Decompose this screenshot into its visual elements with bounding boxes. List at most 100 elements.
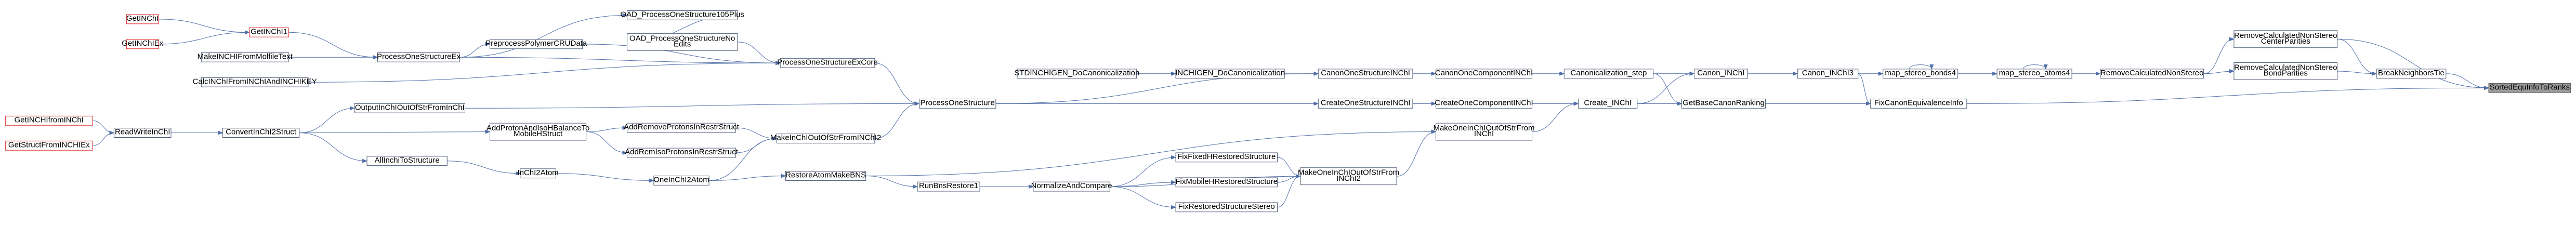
node-getinchi[interactable]: GetINChI xyxy=(126,14,159,24)
node-label: ConvertInChI2Struct xyxy=(226,128,297,137)
node-createonecomponentinchi[interactable]: CreateOneComponentINChI xyxy=(1435,98,1533,109)
node-label: ProcessOneStructure xyxy=(921,98,995,107)
node-runbnsrestore1[interactable]: RunBnsRestore1 xyxy=(917,181,980,192)
node-makeinchioutofstrfrominchi2[interactable]: MakeInChIOutOfStrFromINChI2 xyxy=(770,134,881,143)
node-box xyxy=(1175,202,1278,213)
edge-removecalculatednonstereo-to-removecalculatednonstereobondparities xyxy=(2203,69,2235,74)
node-oad-processonestructure105plus[interactable]: OAD_ProcessOneStructure105Plus xyxy=(620,10,744,20)
edge-makeinchioutofstrfrominchi2-to-processonestructure xyxy=(874,101,920,139)
node-processonestructureex[interactable]: ProcessOneStructureEx xyxy=(377,52,461,62)
node-box xyxy=(201,52,289,62)
node-label: MakeInChIOutOfStrFromINChI2 xyxy=(770,134,881,142)
node-box xyxy=(626,148,737,158)
edge-processonestructureexcore-to-processonestructure xyxy=(874,62,920,106)
node-box xyxy=(2376,69,2447,79)
node-calcinchifrommolfilehkey[interactable]: CalcINChIFromINChIAndINCHIKEY xyxy=(192,77,317,87)
node-label: ReadWriteInChI xyxy=(115,128,170,137)
node-allinchitostructure[interactable]: AllInchiToStructure xyxy=(366,156,448,166)
node-removecalculatednonstereo[interactable]: RemoveCalculatedNonStereo xyxy=(2100,69,2204,79)
node-label: GetINCHIfromINChI xyxy=(15,115,84,124)
node-box xyxy=(5,140,93,151)
node-breakneighborstie[interactable]: BreakNeighborsTie xyxy=(2376,69,2447,79)
node-getstructfrominchiex[interactable]: GetStructFromINCHIEx xyxy=(5,140,93,151)
node-canononestructureinchi[interactable]: CanonOneStructureINChI xyxy=(1318,69,1413,79)
node-readwriteinchi[interactable]: ReadWriteInChI xyxy=(113,128,172,138)
node-makeinchifrommolfiletext[interactable]: MakeINCHIFromMolfileText xyxy=(198,52,293,62)
node-preprocesspolymercrudata[interactable]: PreprocessPolymerCRUData xyxy=(485,39,587,49)
node-box xyxy=(366,156,448,166)
node-label: INChI xyxy=(1474,129,1494,138)
node-label: map_stereo_bonds4 xyxy=(1885,69,1956,77)
node-box xyxy=(520,168,556,179)
node-canonicalization-step[interactable]: Canonicalization_step xyxy=(1563,69,1654,79)
edge-normalizeandcompare-to-fixfixedhrestoredstructure xyxy=(1110,155,1177,187)
node-canononecomponentinchi[interactable]: CanonOneComponentINChI xyxy=(1435,69,1533,79)
node-create-inchi[interactable]: Create_INChI xyxy=(1578,98,1638,109)
node-label: RestoreAtomMakeBNS xyxy=(785,171,866,180)
node-addremisoprotonsinrestrstruct[interactable]: AddRemIsoProtonsInRestrStruct xyxy=(625,148,739,158)
node-box xyxy=(126,39,159,49)
node-box xyxy=(249,27,289,37)
node-box xyxy=(490,123,587,141)
edge-convertinchi2struct-to-outputinchioutofstrfrominchi xyxy=(299,106,356,134)
node-label: ProcessOneStructureEx xyxy=(377,52,461,61)
edge-oneinchi2atom-to-restoreatommakebns xyxy=(709,174,786,181)
edge-breakneighborstie-to-sortedequinfotoranks xyxy=(2446,73,2490,90)
node-box xyxy=(919,98,996,109)
node-label: OAD_ProcessOneStructureNo xyxy=(629,34,735,43)
node-label: Canon_INChI3 xyxy=(1802,69,1854,77)
node-label: INCHIGEN_DoCanonicalization xyxy=(1175,69,1285,77)
node-label: AddProtonAndIsoHBalanceTo xyxy=(487,124,589,133)
edge-fixfixedhrestoredstructure-to-makeoneinchioutofstrfrominchi2 xyxy=(1277,157,1301,179)
edge-convertinchi2struct-to-allinchitostructure xyxy=(299,133,368,163)
edge-map-stereo-bonds4-to-map-stereo-bonds4 xyxy=(1909,64,1934,70)
node-label: GetINChIEx xyxy=(122,39,164,48)
node-processonestructureexcore[interactable]: ProcessOneStructureExCore xyxy=(777,58,878,68)
edge-removecalculatednonstereocenterparities-to-sortedequinfotoranks xyxy=(2337,38,2490,90)
node-stdinchigen-docanonicalization[interactable]: STDINCHIGEN_DoCanonicalization xyxy=(1014,69,1139,79)
node-convertinchi2struct[interactable]: ConvertInChI2Struct xyxy=(222,128,300,138)
node-canon-inchi3[interactable]: Canon_INChI3 xyxy=(1797,69,1859,79)
node-fixcanonequivalenceinfo[interactable]: FixCanonEquivalenceInfo xyxy=(1870,98,1967,109)
node-label: Create_INChI xyxy=(1584,98,1632,107)
node-label: FixRestoredStructureStereo xyxy=(1178,202,1275,211)
node-getinchiex[interactable]: GetINChIEx xyxy=(122,39,164,49)
node-oneinchi2atom[interactable]: OneInChI2Atom xyxy=(653,176,709,186)
edge-makeoneinchioutofstrfrominchi-to-create-inchi xyxy=(1532,101,1579,133)
node-label: CalcINChIFromINChIAndINCHIKEY xyxy=(192,77,317,86)
node-fixrestoredstructurestereo[interactable]: FixRestoredStructureStereo xyxy=(1175,202,1278,213)
node-box xyxy=(5,115,93,126)
node-label: SortedEquInfoToRanks xyxy=(2490,83,2570,91)
node-box xyxy=(2488,83,2571,93)
node-processonestructure[interactable]: ProcessOneStructure xyxy=(919,98,996,109)
node-getbasecanonranking[interactable]: GetBaseCanonRanking xyxy=(1681,98,1766,109)
node-canon-inchi[interactable]: Canon_INChI xyxy=(1693,69,1748,79)
node-inchigen-docanonicalization[interactable]: INCHIGEN_DoCanonicalization xyxy=(1175,69,1285,79)
edge-allinchitostructure-to-inchi2atom xyxy=(447,161,521,176)
node-sortedequinfotoranks[interactable]: SortedEquInfoToRanks xyxy=(2488,83,2571,93)
node-getinchi1[interactable]: GetINChI1 xyxy=(249,27,289,37)
node-map-stereo-atoms4[interactable]: map_stereo_atoms4 xyxy=(1996,69,2072,79)
edge-canon-inchi3-to-fixcanonequivalenceinfo xyxy=(1858,73,1871,106)
node-label: STDINCHIGEN_DoCanonicalization xyxy=(1014,69,1139,77)
node-createonestructureinchi[interactable]: CreateOneStructureINChI xyxy=(1318,98,1413,109)
node-restoreatommakebns[interactable]: RestoreAtomMakeBNS xyxy=(785,171,866,181)
node-getinchifrominchi[interactable]: GetINCHIfromINChI xyxy=(5,115,93,126)
edge-addremoveprotonsinrestrstruct-to-makeinchioutofstrfrominchi2 xyxy=(735,127,778,141)
node-map-stereo-bonds4[interactable]: map_stereo_bonds4 xyxy=(1883,69,1959,79)
node-label: NormalizeAndCompare xyxy=(1031,181,1112,190)
node-inchi2atom[interactable]: InChI2Atom xyxy=(517,168,559,179)
node-fixfixedhrestoredstructure[interactable]: FixFixedHRestoredStructure xyxy=(1175,152,1278,163)
node-normalizeandcompare[interactable]: NormalizeAndCompare xyxy=(1031,181,1112,192)
node-label: MakeOneInChIOutOfStrFrom xyxy=(1433,124,1534,133)
node-fixmobilehrestoredstructure[interactable]: FixMobileHRestoredStructure xyxy=(1175,177,1278,188)
node-label: BreakNeighborsTie xyxy=(2378,69,2444,77)
node-addremoveprotonsinrestrstruct[interactable]: AddRemoveProtonsInRestrStruct xyxy=(624,123,740,133)
node-outputinchioutofstrfrominchi[interactable]: OutputInChIOutOfStrFromInChI xyxy=(354,103,466,113)
